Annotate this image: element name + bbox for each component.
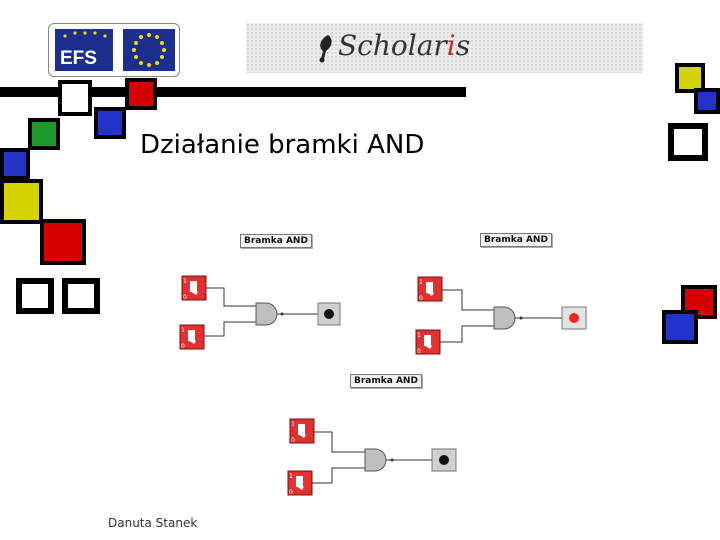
circuit-2-label: Bramka AND bbox=[480, 233, 552, 247]
deco-square-blue-right-low bbox=[662, 310, 698, 344]
circuit-3-and-gate bbox=[364, 448, 387, 472]
deco-square-outline-right bbox=[668, 123, 708, 161]
slide-title: Działanie bramki AND bbox=[140, 130, 425, 160]
circuit-2-switch-a[interactable] bbox=[417, 276, 443, 303]
circuit-1-and-gate bbox=[255, 302, 278, 326]
circuit-3-wire-a bbox=[314, 431, 365, 453]
circuit-1-label: Bramka AND bbox=[240, 234, 312, 248]
efs-logo-graphic: EFS bbox=[55, 29, 175, 71]
deco-square-yellow-right bbox=[675, 63, 705, 93]
eu-stars-icon bbox=[132, 33, 166, 67]
deco-square-outline-2 bbox=[62, 278, 100, 314]
circuit-1-switch-b[interactable] bbox=[179, 324, 205, 351]
circuit-3-lamp-indicator bbox=[439, 455, 449, 465]
deco-square-green bbox=[28, 118, 60, 150]
circuit-3-wire-b bbox=[312, 467, 365, 484]
scholaris-logo: Scholaris bbox=[246, 23, 643, 73]
circuit-3-switch-a[interactable] bbox=[289, 418, 315, 445]
deco-square-red-top bbox=[125, 78, 157, 110]
circuit-1-switch-a[interactable] bbox=[181, 275, 207, 302]
circuit-1 bbox=[179, 275, 341, 351]
circuit-2-and-gate bbox=[493, 306, 516, 330]
circuit-3-switch-b[interactable] bbox=[287, 470, 313, 497]
deco-square-red-left bbox=[40, 219, 86, 265]
deco-square-blue-left bbox=[0, 148, 30, 180]
circuit-1-lamp-indicator bbox=[324, 309, 334, 319]
efs-logo: EFS bbox=[48, 23, 180, 77]
circuit-2-lamp-indicator bbox=[569, 313, 579, 323]
circuit-1-wire-b bbox=[204, 321, 256, 337]
circuit-2-wire-a bbox=[442, 289, 494, 311]
brand-text-main: Scholar bbox=[338, 29, 447, 62]
circuit-2-switch-b[interactable] bbox=[415, 329, 441, 356]
efs-logo-text: EFS bbox=[60, 48, 97, 69]
brand-text-end: s bbox=[455, 29, 471, 62]
scholaris-wordmark: Scholaris bbox=[338, 29, 470, 62]
slide-author: Danuta Stanek bbox=[108, 516, 198, 530]
efs-stars-icon bbox=[63, 31, 107, 38]
deco-square-blue-right bbox=[694, 88, 720, 114]
header-divider-bar bbox=[0, 87, 466, 97]
quill-icon bbox=[319, 35, 332, 63]
brand-text-accent: i bbox=[446, 29, 456, 62]
circuit-3 bbox=[287, 418, 457, 497]
deco-square-blue-top bbox=[94, 107, 126, 139]
circuit-2-wire-b bbox=[440, 325, 494, 343]
circuit-3-label: Bramka AND bbox=[350, 374, 422, 388]
circuit-2 bbox=[415, 276, 587, 356]
deco-square-white-top bbox=[58, 80, 92, 116]
circuit-1-wire-a bbox=[206, 287, 256, 307]
deco-square-yellow bbox=[0, 179, 43, 224]
deco-square-outline-1 bbox=[16, 278, 54, 314]
